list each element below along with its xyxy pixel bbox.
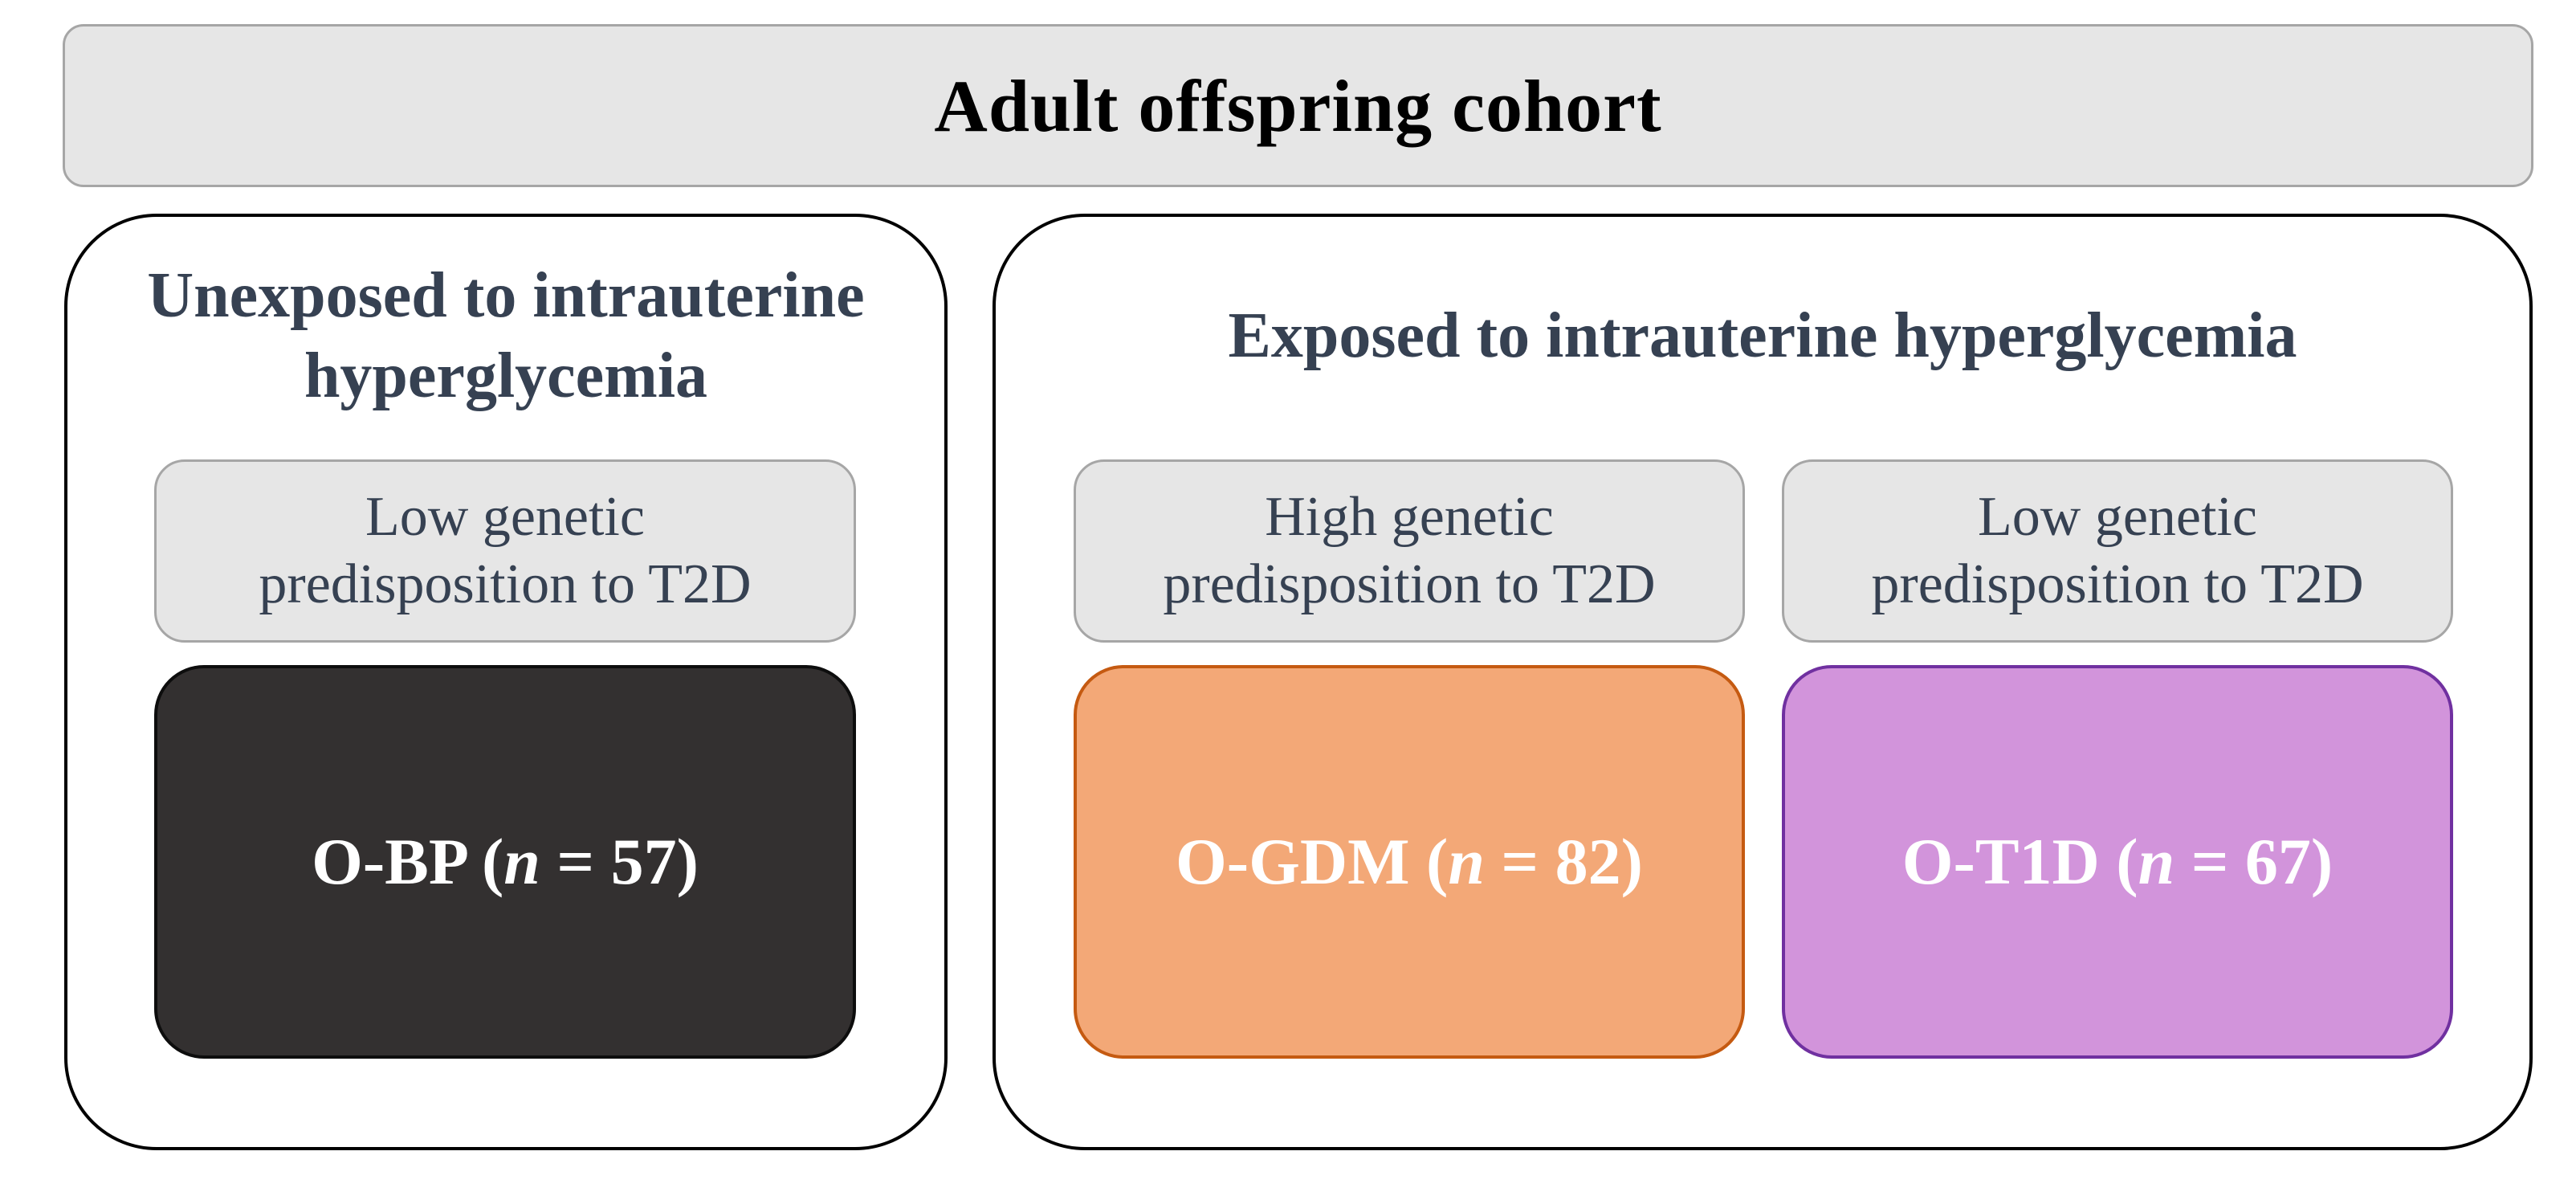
cohort-box-ot1d: O-T1D (n = 67) (1782, 665, 2453, 1059)
cohort-label-prefix: O-BP ( (312, 825, 504, 898)
predisposition-box-ogdm: High genetic predisposition to T2D (1074, 459, 1745, 643)
cohort-label-obp: O-BP (n = 57) (312, 824, 699, 900)
predisposition-box-obp: Low genetic predisposition to T2D (154, 459, 856, 643)
n-symbol: n (1448, 825, 1485, 898)
cohort-label-ogdm: O-GDM (n = 82) (1176, 824, 1643, 900)
n-symbol: n (2138, 825, 2175, 898)
cohort-label-prefix: O-T1D ( (1901, 825, 2138, 898)
predisposition-box-ot1d: Low genetic predisposition to T2D (1782, 459, 2453, 643)
cohort-box-ogdm: O-GDM (n = 82) (1074, 665, 1745, 1059)
panel-heading-unexposed: Unexposed to intrauterine hyperglycemia (147, 260, 865, 411)
cohort-label-suffix: = 57) (540, 825, 699, 898)
panel-unexposed: Unexposed to intrauterine hyperglycemia … (64, 214, 948, 1150)
cohort-box-obp: O-BP (n = 57) (154, 665, 856, 1059)
cohort-title-bar: Adult offspring cohort (63, 24, 2533, 187)
cohort-label-ot1d: O-T1D (n = 67) (1902, 824, 2333, 900)
cohort-label-suffix: = 82) (1484, 825, 1643, 898)
panel-heading-exposed: Exposed to intrauterine hyperglycemia (1228, 300, 2297, 371)
panel-exposed: Exposed to intrauterine hyperglycemia Hi… (992, 214, 2533, 1150)
cohort-label-suffix: = 67) (2175, 825, 2333, 898)
n-symbol: n (503, 825, 540, 898)
page-title: Adult offspring cohort (934, 64, 1662, 147)
cohort-label-prefix: O-GDM ( (1176, 825, 1449, 898)
